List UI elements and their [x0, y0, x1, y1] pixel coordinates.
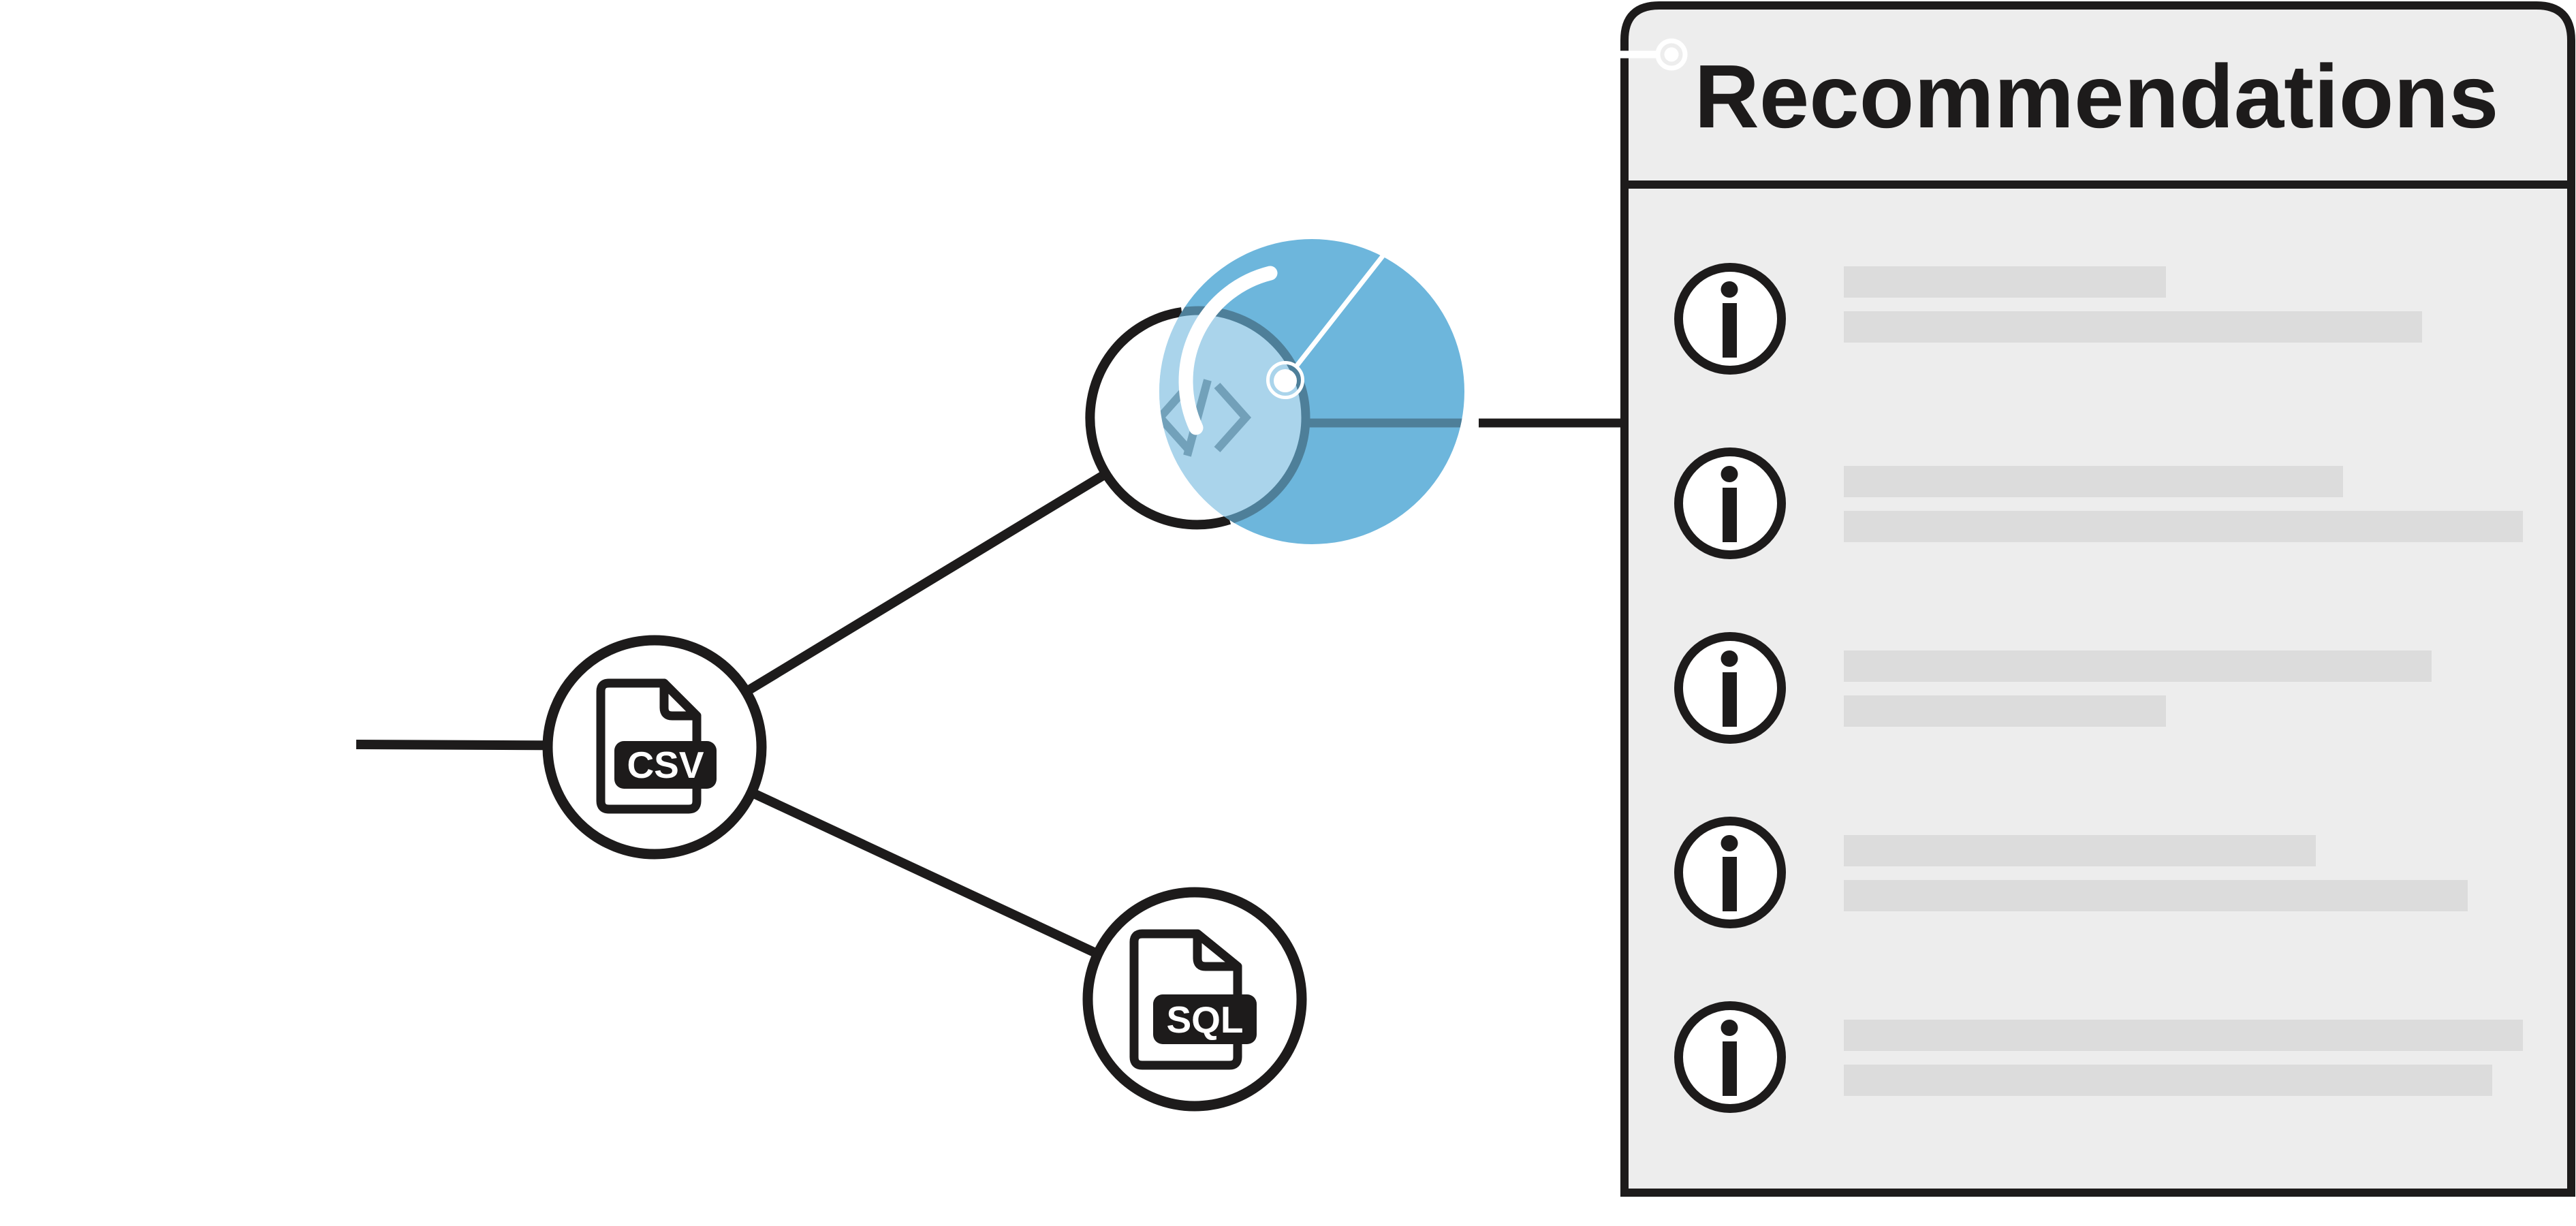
info-icon	[1674, 817, 1786, 928]
placeholder-line	[1844, 650, 2432, 682]
panel-title: Recommendations	[1695, 46, 2499, 146]
placeholder-line	[1844, 511, 2523, 542]
connector-dot	[1664, 47, 1679, 62]
info-icon	[1674, 632, 1786, 744]
edges	[356, 413, 1201, 1004]
recommendation-item	[1674, 632, 2432, 744]
info-icon	[1674, 447, 1786, 559]
recommendations-panel: Recommendations	[1614, 1, 2575, 1197]
recommendation-item	[1674, 1001, 2523, 1113]
code-node-arc	[1085, 307, 1231, 530]
sql-node: SQL	[1082, 887, 1307, 1112]
placeholder-line	[1844, 311, 2422, 343]
placeholder-line	[1844, 835, 2316, 866]
connector-ring	[1655, 38, 1688, 71]
highlight-arc	[1178, 266, 1278, 435]
placeholder-line	[1844, 695, 2166, 727]
placeholder-line	[1844, 266, 2166, 298]
placeholder-line	[1844, 1020, 2523, 1051]
csv-file-icon: CSV	[596, 678, 717, 814]
pointer-dot	[1274, 369, 1297, 392]
placeholder-line	[1844, 1065, 2492, 1096]
pointer-ring	[1266, 361, 1304, 399]
info-icon	[1674, 1001, 1786, 1113]
csv-label: CSV	[627, 744, 704, 786]
placeholder-line	[1844, 880, 2468, 911]
sql-file-icon: SQL	[1129, 929, 1257, 1070]
csv-node: CSV	[542, 635, 767, 860]
recommendation-item	[1674, 447, 2523, 559]
recommendation-item	[1674, 263, 2422, 375]
recommendation-item	[1674, 817, 2468, 928]
info-icon	[1674, 263, 1786, 375]
pointer-line	[1294, 254, 1385, 368]
placeholder-line	[1844, 466, 2343, 497]
sql-label: SQL	[1166, 999, 1243, 1041]
